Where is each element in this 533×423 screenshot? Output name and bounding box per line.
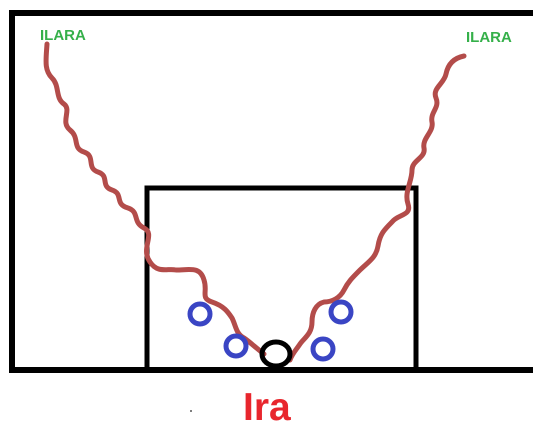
left-tail-label: ILARA [40, 27, 86, 44]
central-ring [259, 339, 293, 369]
left-tail [43, 41, 267, 357]
small-dot [190, 410, 192, 412]
ring-right-upper [328, 299, 354, 325]
ring-left-lower [223, 333, 249, 359]
outer-box [9, 10, 533, 373]
ring-left-upper [187, 301, 213, 327]
inner-box [144, 185, 419, 370]
ring-right-lower [310, 336, 336, 362]
right-tail [287, 53, 467, 363]
right-tail-label: ILARA [466, 29, 512, 46]
caption-label: Ira [243, 386, 291, 423]
